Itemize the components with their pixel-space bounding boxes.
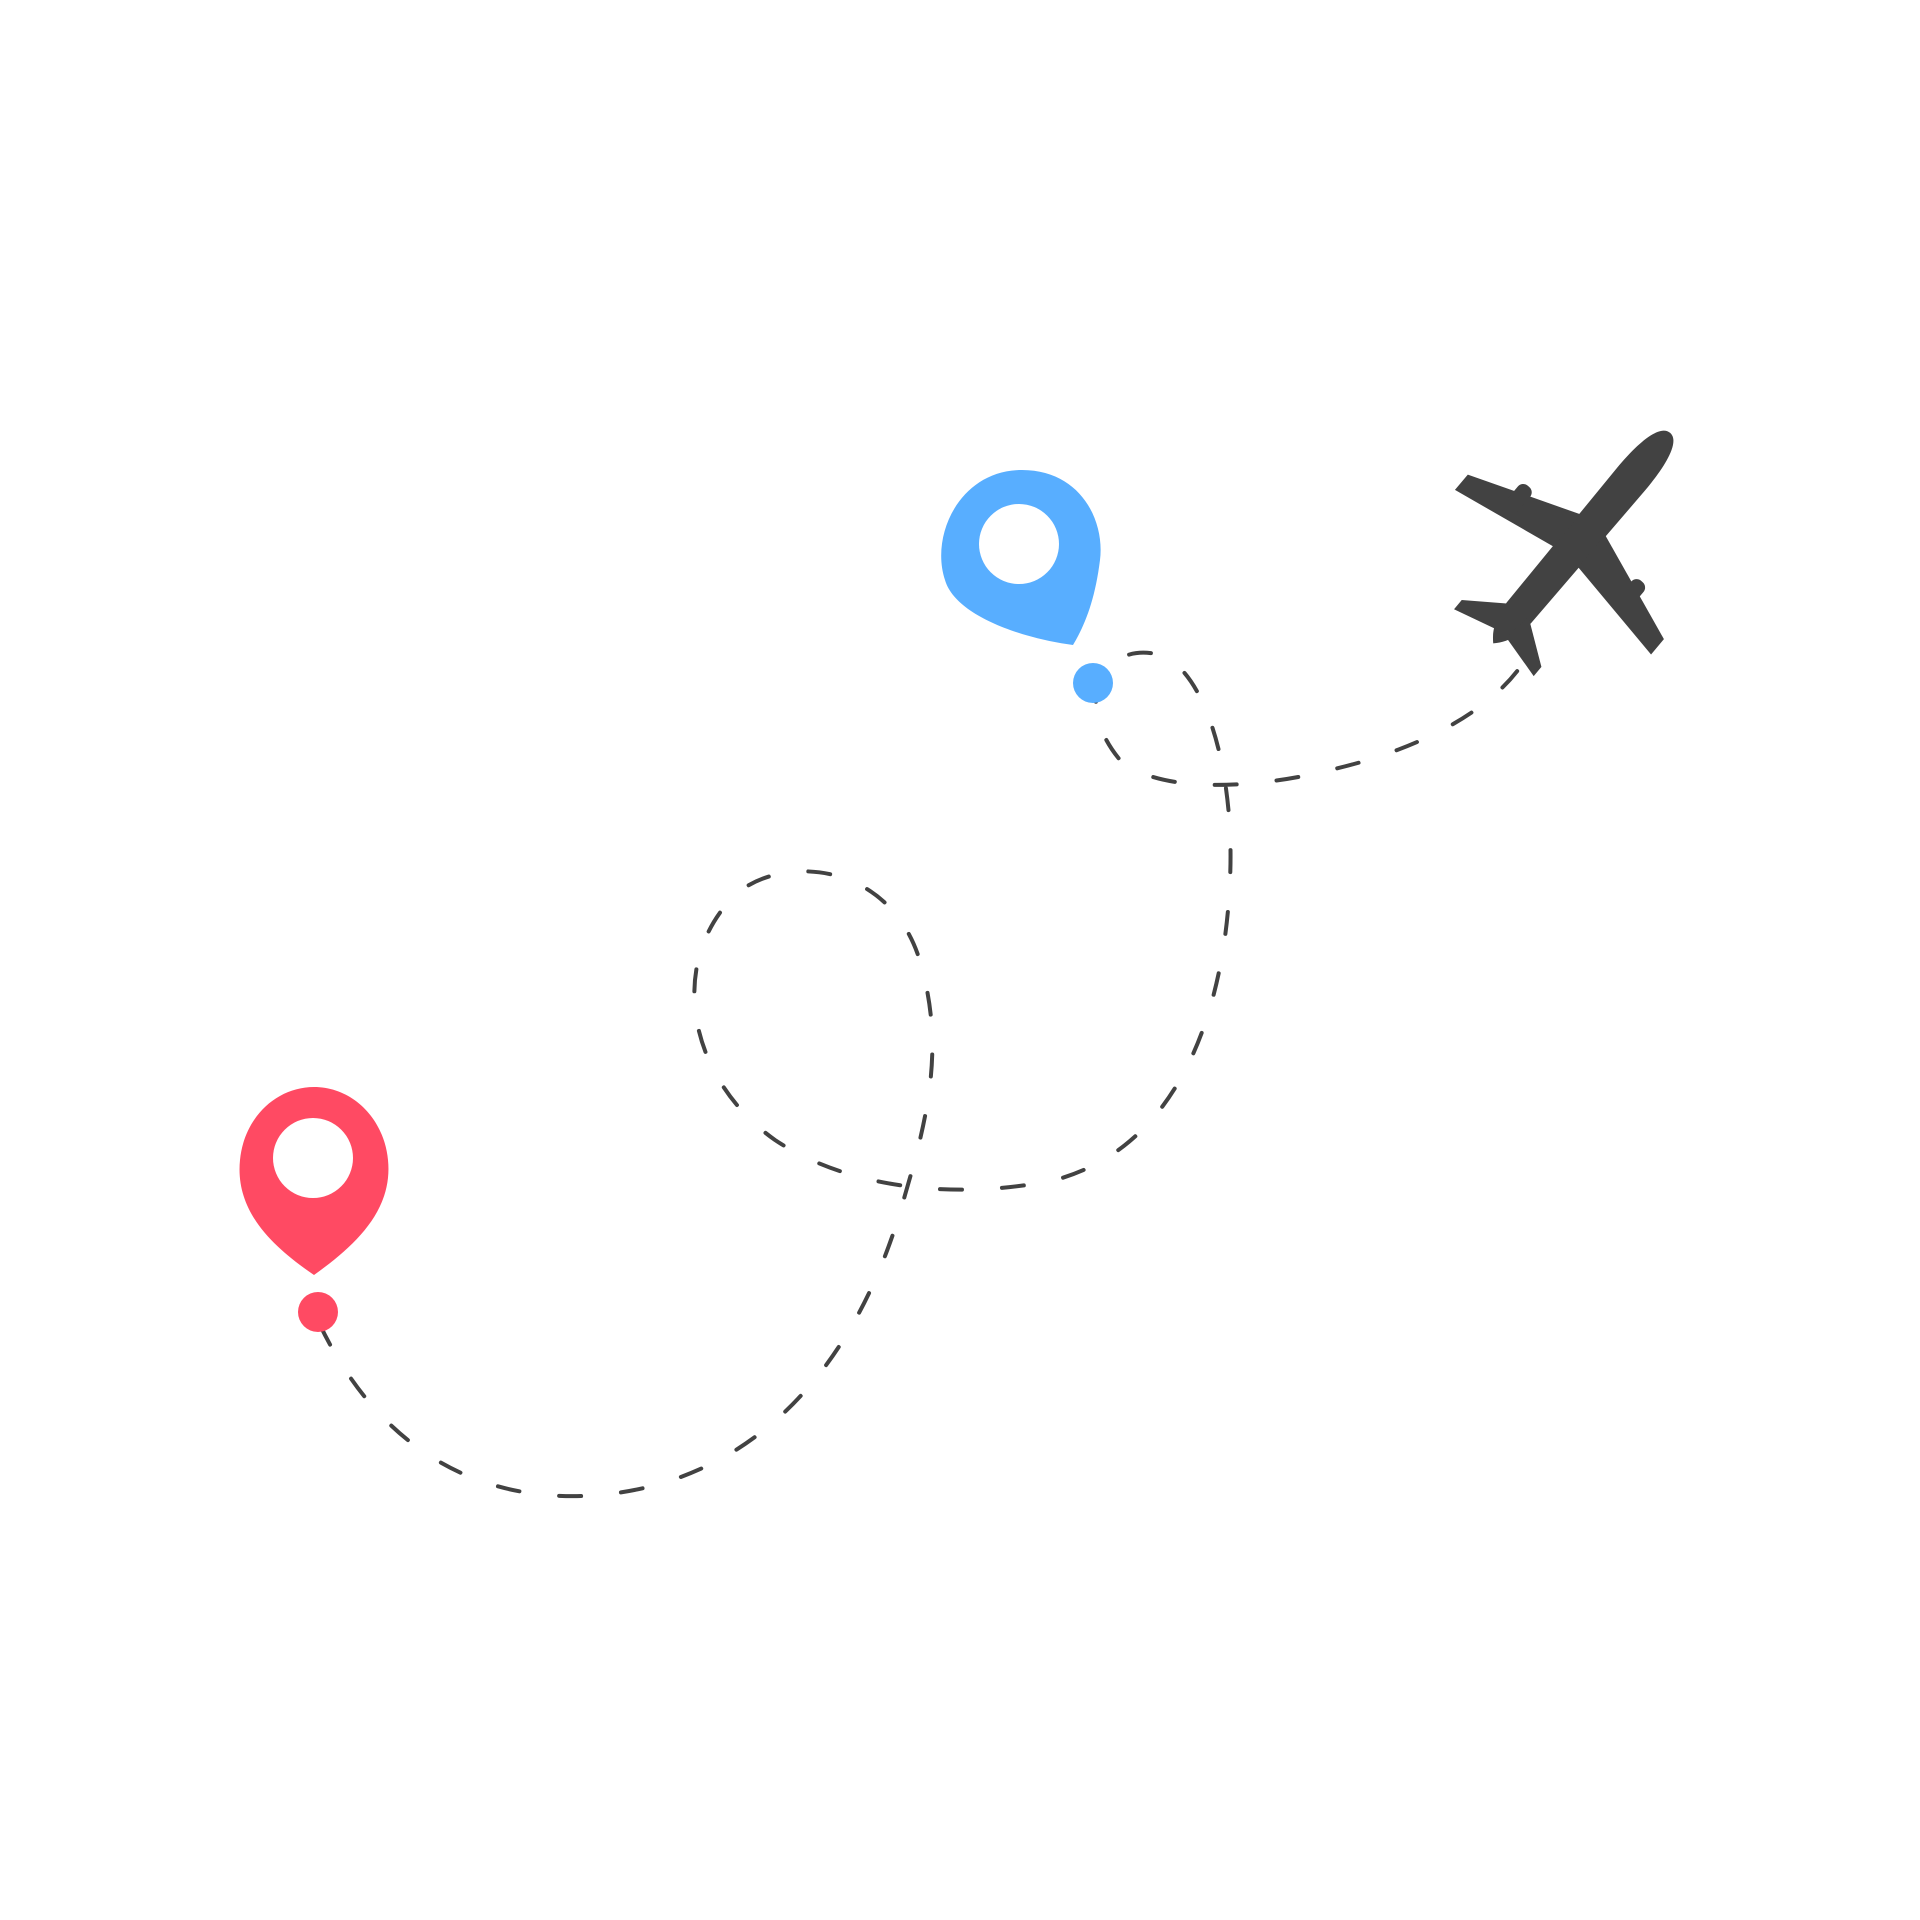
origin-map-pin-icon xyxy=(239,1087,389,1275)
waypoint-map-pin-icon xyxy=(941,470,1101,645)
origin-dot xyxy=(298,1292,338,1332)
waypoint-marker xyxy=(941,470,1113,703)
origin-marker xyxy=(239,1087,389,1332)
airplane-icon xyxy=(1454,430,1674,677)
waypoint-dot xyxy=(1073,663,1113,703)
dashed-flight-route xyxy=(318,650,1527,1499)
